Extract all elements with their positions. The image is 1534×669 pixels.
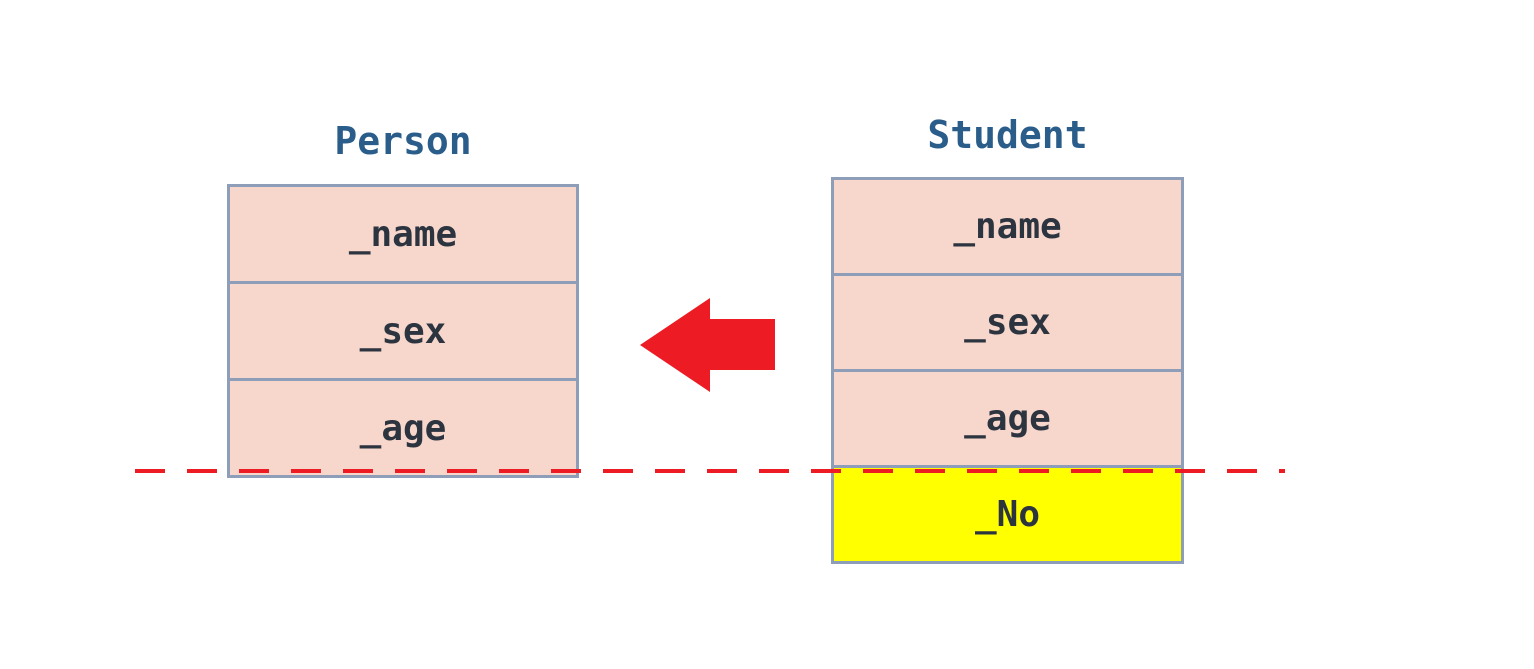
student-field-name: _name: [831, 177, 1184, 276]
person-class-box: _name _sex _age: [227, 184, 579, 478]
student-field-sex: _sex: [831, 276, 1184, 372]
student-field-age: _age: [831, 372, 1184, 468]
person-class-title: Person: [334, 119, 472, 163]
person-field-sex: _sex: [227, 284, 579, 381]
student-class-box: _name _sex _age _No: [831, 177, 1184, 564]
student-class-title: Student: [927, 113, 1088, 157]
student-field-no: _No: [831, 468, 1184, 564]
person-field-name: _name: [227, 184, 579, 284]
person-field-age: _age: [227, 381, 579, 478]
left-arrow-icon: [640, 298, 775, 392]
